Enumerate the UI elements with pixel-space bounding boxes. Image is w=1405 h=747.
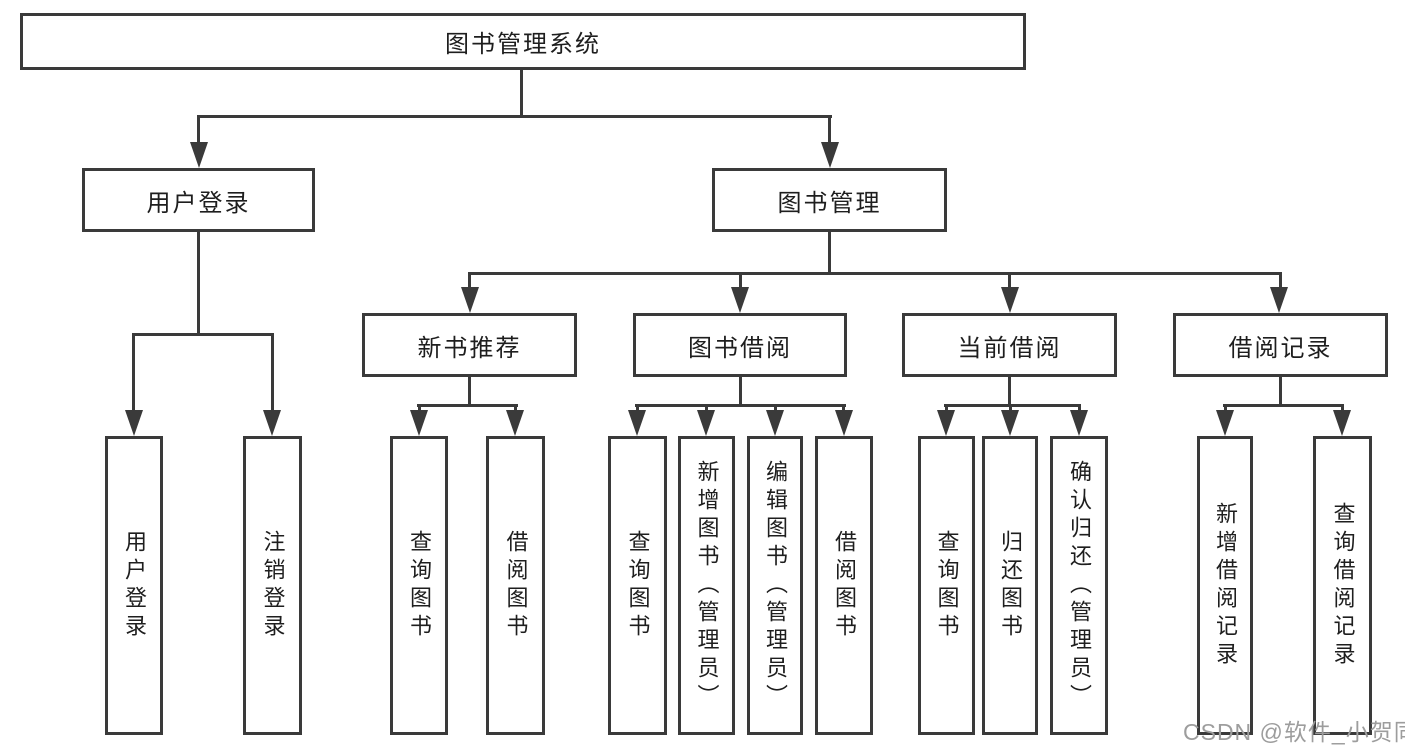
arrow-to-leaf-add-record: [1216, 410, 1234, 436]
connector-records-stem: [1279, 375, 1282, 407]
connector-leaf-stub: [418, 404, 421, 413]
connector-leaf-stub: [1009, 404, 1012, 413]
connector-new-book-stub: [468, 272, 471, 289]
connector-records-stub: [1279, 272, 1282, 289]
leaf-borrow-books-2: 借阅图书: [815, 436, 873, 735]
connector-new-book-rail: [417, 404, 518, 407]
node-library-management-system: 图书管理系统: [20, 13, 1026, 70]
leaf-borrow-books-2-label: 借阅图书: [832, 529, 857, 642]
leaf-edit-book-admin: 编辑图书（管理员）: [747, 436, 803, 735]
connector-leaf-stub: [705, 404, 708, 413]
leaf-add-borrow-record-label: 新增借阅记录: [1213, 501, 1238, 670]
connector-leaf-stub: [1078, 404, 1081, 413]
leaf-query-books-1-label: 查询图书: [407, 529, 432, 642]
leaf-confirm-return-admin: 确认归还（管理员）: [1050, 436, 1108, 735]
connector-new-book-stem: [468, 375, 471, 407]
leaf-user-login-label: 用户登录: [122, 529, 147, 642]
connector-root-stem: [520, 69, 523, 118]
arrow-to-leaf-borrow-books-1: [506, 410, 524, 436]
arrow-to-leaf-edit-book: [766, 410, 784, 436]
connector-level2-rail: [197, 115, 832, 118]
leaf-borrow-books-1-label: 借阅图书: [503, 529, 529, 642]
arrow-to-leaf-query-books-3: [937, 410, 955, 436]
connector-leaf-stub: [636, 404, 639, 413]
arrow-to-leaf-return-book: [1001, 410, 1019, 436]
leaf-add-borrow-record: 新增借阅记录: [1197, 436, 1253, 735]
leaf-query-borrow-record-label: 查询借阅记录: [1330, 501, 1356, 670]
arrow-to-leaf-query-books-2: [628, 410, 646, 436]
arrow-to-user-login: [190, 142, 208, 168]
connector-leaf-stub: [1341, 404, 1344, 413]
leaf-add-book-admin-label: 新增图书（管理员）: [694, 459, 720, 712]
arrow-to-borrowing-records: [1270, 287, 1288, 313]
connector-book-mgmt-stem: [828, 231, 831, 275]
leaf-confirm-return-admin-label: 确认归还（管理员）: [1067, 459, 1092, 712]
arrow-to-book-management: [821, 142, 839, 168]
leaf-edit-book-admin-label: 编辑图书（管理员）: [763, 459, 788, 712]
arrow-to-leaf-confirm-return: [1070, 410, 1088, 436]
connector-current-stub: [1008, 272, 1011, 289]
leaf-logout-label: 注销登录: [260, 529, 286, 642]
node-user-login: 用户登录: [82, 168, 315, 232]
arrow-to-leaf-user-login: [125, 410, 143, 436]
arrow-to-leaf-query-record: [1333, 410, 1351, 436]
arrow-to-leaf-logout: [263, 410, 281, 436]
connector-book-mgmt-stub: [828, 115, 831, 144]
arrow-to-leaf-query-books-1: [410, 410, 428, 436]
node-book-borrowing: 图书借阅: [633, 313, 847, 377]
connector-leaf-stub: [514, 404, 517, 413]
leaf-return-book: 归还图书: [982, 436, 1038, 735]
leaf-add-book-admin: 新增图书（管理员）: [678, 436, 735, 735]
leaf-query-books-3-label: 查询图书: [934, 529, 960, 642]
csdn-watermark: CSDN @软件_小贺同学: [1183, 719, 1405, 745]
connector-user-login-stem: [197, 231, 200, 336]
leaf-query-borrow-record: 查询借阅记录: [1313, 436, 1372, 735]
connector-user-login-rail: [132, 333, 274, 336]
node-current-borrowing: 当前借阅: [902, 313, 1117, 377]
connector-leaf-stub: [945, 404, 948, 413]
leaf-query-books-1: 查询图书: [390, 436, 448, 735]
node-borrowing-records: 借阅记录: [1173, 313, 1388, 377]
connector-leaf-stub: [842, 404, 845, 413]
arrow-to-leaf-add-book: [697, 410, 715, 436]
arrow-to-new-book-recommendation: [461, 287, 479, 313]
arrow-to-current-borrowing: [1001, 287, 1019, 313]
connector-logout-leaf-stub: [271, 333, 274, 412]
connector-borrowing-rail: [635, 404, 846, 407]
arrow-to-leaf-borrow-books-2: [835, 410, 853, 436]
connector-borrowing-stem: [739, 375, 742, 407]
node-new-book-recommendation: 新书推荐: [362, 313, 577, 377]
connector-user-login-stub: [197, 115, 200, 144]
connector-login-leaf-stub: [132, 333, 135, 412]
connector-level3-rail: [468, 272, 1282, 275]
leaf-return-book-label: 归还图书: [998, 529, 1023, 642]
arrow-to-book-borrowing: [731, 287, 749, 313]
leaf-user-login: 用户登录: [105, 436, 163, 735]
connector-leaf-stub: [1224, 404, 1227, 413]
connector-borrowing-stub: [739, 272, 742, 289]
connector-leaf-stub: [774, 404, 777, 413]
connector-current-rail: [944, 404, 1081, 407]
leaf-query-books-2-label: 查询图书: [625, 529, 651, 642]
leaf-borrow-books-1: 借阅图书: [486, 436, 545, 735]
leaf-logout: 注销登录: [243, 436, 302, 735]
leaf-query-books-3: 查询图书: [918, 436, 975, 735]
node-book-management: 图书管理: [712, 168, 947, 232]
leaf-query-books-2: 查询图书: [608, 436, 667, 735]
connector-current-stem: [1008, 375, 1011, 407]
connector-records-rail: [1223, 404, 1344, 407]
